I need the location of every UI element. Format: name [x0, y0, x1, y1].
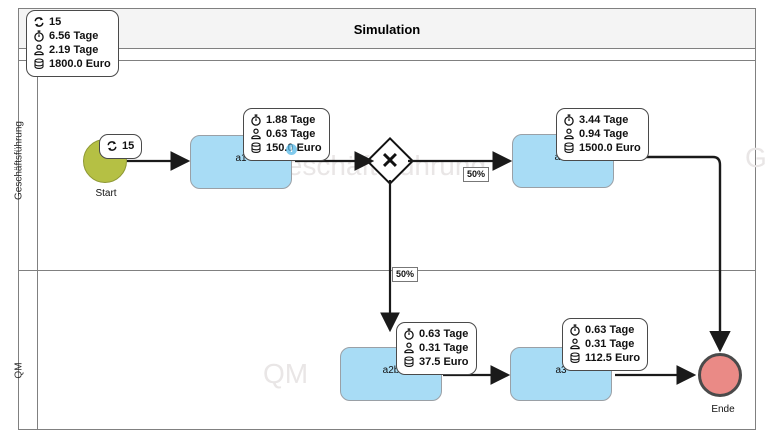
- task-a3-stats-callout[interactable]: 0.63 Tage 0.31 Tage 112.5 Euro: [562, 318, 649, 371]
- summary-instances-value: 15: [49, 16, 62, 28]
- a1-cycle-time-value: 1.88 Tage: [266, 114, 316, 126]
- pool-right-edge: [755, 49, 756, 430]
- lane-top-edge: [18, 60, 756, 61]
- lane-divider: [18, 270, 756, 271]
- coins-icon: [33, 58, 45, 70]
- a3-cost-row: 112.5 Euro: [569, 351, 640, 365]
- a2a-work-time-value: 0.94 Tage: [579, 128, 629, 140]
- a3-cycle-time-value: 0.63 Tage: [585, 324, 635, 336]
- a2b-work-time-row: 0.31 Tage: [403, 341, 469, 355]
- refresh-cycle-icon: [106, 140, 118, 152]
- stopwatch-icon: [403, 328, 415, 340]
- task-a2b-label: a2b: [382, 365, 400, 376]
- coins-icon: [403, 356, 415, 368]
- stopwatch-icon: [563, 114, 575, 126]
- stopwatch-icon: [569, 324, 581, 336]
- a2a-cost-row: 1500.0 Euro: [563, 141, 641, 155]
- a3-work-time-value: 0.31 Tage: [585, 338, 635, 350]
- task-a2b-stats-callout[interactable]: 0.63 Tage 0.31 Tage 37.5 Euro: [396, 322, 477, 375]
- a2a-work-time-row: 0.94 Tage: [563, 127, 641, 141]
- end-event[interactable]: Ende: [698, 353, 742, 415]
- lane-label-geschaeftsfuehrung: Geschäftsführung: [13, 121, 25, 200]
- person-icon: [569, 338, 581, 350]
- a2a-cost-value: 1500.0 Euro: [579, 142, 641, 154]
- task-a3[interactable]: a3: [510, 347, 612, 401]
- a2a-cycle-time-value: 3.44 Tage: [579, 114, 629, 126]
- pool-header: Simulation: [18, 8, 756, 49]
- a2b-cycle-time-value: 0.63 Tage: [419, 328, 469, 340]
- coins-icon: [250, 142, 262, 154]
- start-instances-callout[interactable]: 15: [99, 134, 143, 159]
- a2b-cost-value: 37.5 Euro: [419, 356, 469, 368]
- a1-work-time-row: 0.63 Tage: [250, 127, 322, 141]
- summary-cycle-time-row: 6.56 Tage: [33, 29, 111, 43]
- lane-label-column: [18, 60, 38, 430]
- a2a-cycle-time-row: 3.44 Tage: [563, 113, 641, 127]
- person-icon: [403, 342, 415, 354]
- stopwatch-icon: [250, 114, 262, 126]
- a3-work-time-row: 0.31 Tage: [569, 337, 640, 351]
- coins-icon: [563, 142, 575, 154]
- task-a3-label: a3: [555, 365, 567, 376]
- summary-work-time-value: 2.19 Tage: [49, 44, 99, 56]
- summary-cost-value: 1800.0 Euro: [49, 58, 111, 70]
- person-icon: [33, 44, 45, 56]
- process-summary-callout[interactable]: 15 6.56 Tage 2.19 Tage: [26, 10, 119, 77]
- end-event-label: Ende: [711, 404, 735, 415]
- person-icon: [563, 128, 575, 140]
- a2b-cost-row: 37.5 Euro: [403, 355, 469, 369]
- summary-cost-row: 1800.0 Euro: [33, 57, 111, 71]
- a3-cycle-time-row: 0.63 Tage: [569, 323, 640, 337]
- start-event-label: Start: [95, 188, 117, 199]
- a2b-cycle-time-row: 0.63 Tage: [403, 327, 469, 341]
- a1-cycle-time-row: 1.88 Tage: [250, 113, 322, 127]
- task-a2a-stats-callout[interactable]: 3.44 Tage 0.94 Tage 1500.0 Euro: [556, 108, 649, 161]
- info-icon[interactable]: i: [286, 144, 297, 155]
- task-a1-label: a1: [235, 153, 247, 164]
- flow-label-lower-branch: 50%: [392, 267, 419, 282]
- refresh-cycle-icon: [33, 16, 45, 28]
- a3-cost-value: 112.5 Euro: [585, 352, 641, 364]
- stopwatch-icon: [33, 30, 45, 42]
- a1-work-time-value: 0.63 Tage: [266, 128, 316, 140]
- pool-title: Simulation: [353, 22, 421, 37]
- summary-instances-row: 15: [33, 15, 111, 29]
- coins-icon: [569, 352, 581, 364]
- lane-label-qm: QM: [13, 362, 25, 379]
- a2b-work-time-value: 0.31 Tage: [419, 342, 469, 354]
- summary-cycle-time-value: 6.56 Tage: [49, 30, 99, 42]
- person-icon: [250, 128, 262, 140]
- start-instances-value: 15: [122, 140, 135, 152]
- summary-work-time-row: 2.19 Tage: [33, 43, 111, 57]
- flow-label-upper-branch: 50%: [463, 167, 490, 182]
- start-instances-row: 15: [106, 139, 134, 153]
